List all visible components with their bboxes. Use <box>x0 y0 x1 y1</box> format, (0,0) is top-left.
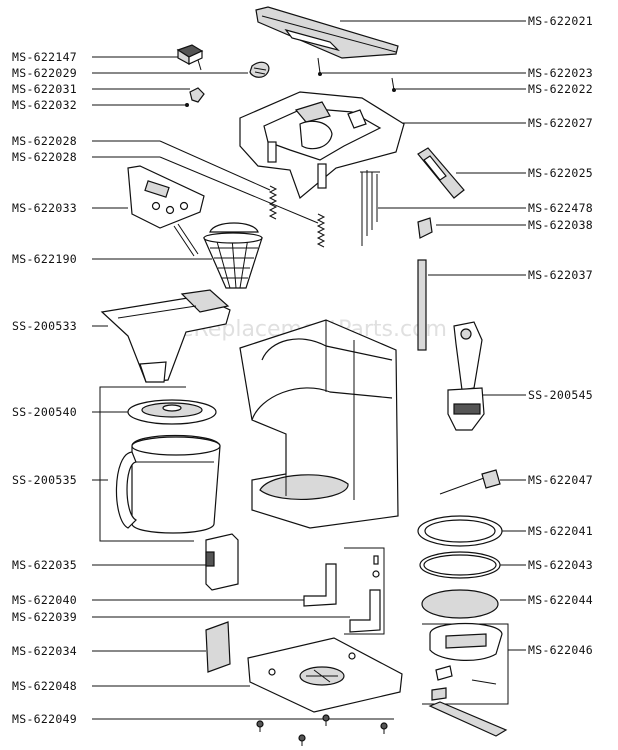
clip-2-part <box>417 217 433 239</box>
lever-part <box>417 147 465 199</box>
pin-part <box>317 57 322 76</box>
label-ms-622038: MS-622038 <box>528 218 593 232</box>
heater-assembly-part <box>447 321 485 431</box>
label-ms-622043: MS-622043 <box>528 558 593 572</box>
pin-2-part <box>391 77 396 92</box>
label-ms-622190: MS-622190 <box>12 252 77 266</box>
label-ms-622027: MS-622027 <box>528 116 593 130</box>
label-ms-622023: MS-622023 <box>528 66 593 80</box>
label-ms-622031: MS-622031 <box>12 82 77 96</box>
label-ms-622041: MS-622041 <box>528 524 593 538</box>
label-ms-622147: MS-622147 <box>12 50 77 64</box>
label-ss-200540: SS-200540 <box>12 405 77 419</box>
small-bracket-part <box>185 87 205 107</box>
label-ms-622021: MS-622021 <box>528 14 593 28</box>
filter-basket-part <box>203 222 263 289</box>
part-labels: MS-622021 MS-622147 MS-622029 MS-622023 … <box>12 14 593 726</box>
label-ss-200533: SS-200533 <box>12 319 77 333</box>
spring-1-part <box>268 185 278 220</box>
feet-part <box>256 714 388 746</box>
label-ms-622048: MS-622048 <box>12 679 77 693</box>
carafe-part <box>115 434 221 534</box>
label-ms-622032: MS-622032 <box>12 98 77 112</box>
hose-2-part <box>349 555 381 633</box>
tube-part <box>417 259 427 351</box>
label-ms-622040: MS-622040 <box>12 593 77 607</box>
filter-holder-part <box>100 289 231 383</box>
water-reservoir-part <box>239 91 405 200</box>
switch-part <box>176 44 204 71</box>
lid-part <box>255 6 399 59</box>
gasket-part <box>417 515 503 547</box>
label-ms-622049: MS-622049 <box>12 712 77 726</box>
base-part <box>247 637 403 713</box>
label-ms-622034: MS-622034 <box>12 644 77 658</box>
heater-kit-part <box>429 622 503 701</box>
thermostat-part <box>205 533 239 591</box>
power-cord-part <box>439 469 501 495</box>
strip-part <box>428 701 508 737</box>
clip-part <box>249 61 270 78</box>
label-ss-200545: SS-200545 <box>528 388 593 402</box>
ring-part <box>419 551 501 579</box>
leader-lines <box>92 20 526 720</box>
label-ms-622029: MS-622029 <box>12 66 77 80</box>
label-ms-622044: MS-622044 <box>528 593 593 607</box>
label-ms-622478: MS-622478 <box>528 201 593 215</box>
hose-1-part <box>303 563 337 607</box>
label-ms-622033: MS-622033 <box>12 201 77 215</box>
label-ms-622047: MS-622047 <box>528 473 593 487</box>
label-ss-200535: SS-200535 <box>12 473 77 487</box>
carafe-lid-part <box>127 399 217 425</box>
control-panel-part <box>127 165 205 257</box>
label-ms-622046: MS-622046 <box>528 643 593 657</box>
heating-rods-part <box>360 170 380 246</box>
plate-part <box>421 589 499 619</box>
label-ms-622039: MS-622039 <box>12 610 77 624</box>
label-ms-622022: MS-622022 <box>528 82 593 96</box>
insulator-part <box>205 621 231 673</box>
label-ms-622025: MS-622025 <box>528 166 593 180</box>
label-ms-622028-a: MS-622028 <box>12 134 77 148</box>
label-ms-622035: MS-622035 <box>12 558 77 572</box>
base-housing-part <box>239 319 399 529</box>
spring-2-part <box>316 213 326 248</box>
label-ms-622037: MS-622037 <box>528 268 593 282</box>
label-ms-622028-b: MS-622028 <box>12 150 77 164</box>
